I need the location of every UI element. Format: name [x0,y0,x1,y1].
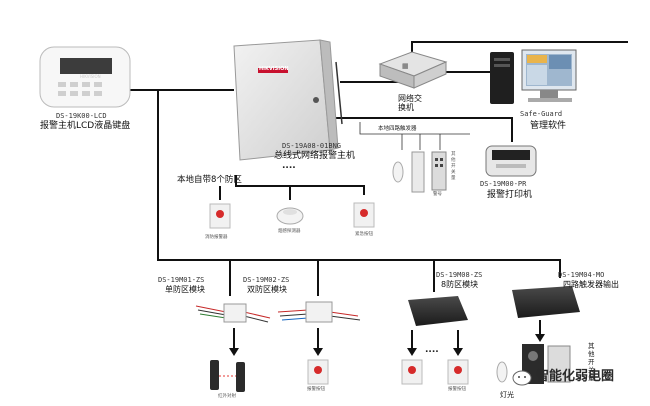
host-to-printer-line [330,117,513,142]
network-line-top [411,41,628,52]
module-1-name: 单防区模块 [165,285,205,294]
bottom-ellipsis: .... [425,345,439,355]
module-2-name: 双防区模块 [247,285,287,294]
keyboard-brand: HIKVISION [80,74,101,79]
local-detector-1: 消防报警器 [205,235,228,240]
printer-name: 报警打印机 [487,190,533,200]
antenna-icon [335,61,343,125]
local-zones-label: 本地自带8个防区 [177,175,242,185]
svg-text:▦: ▦ [402,62,409,70]
watermark-icon [512,370,532,386]
lcd-keyboard [39,46,131,108]
main-bus-left [157,89,561,278]
management-pc [490,49,577,104]
alarm-host [233,39,343,161]
trigger-lines [359,122,470,150]
software-model: Safe-Guard [520,110,563,118]
bottom-button-1-label: 报警按钮 [307,387,325,392]
local-detectors [209,202,375,229]
module-2-model: DS-19M02-ZS [243,276,290,284]
local-zones-line [235,175,365,195]
siren-label: 警号 [433,192,442,197]
host-name: 总线式网络报警主机 [274,151,356,161]
module-3-model: DS-19M08-ZS [436,271,483,279]
infrared-label: 红外对射 [218,394,236,399]
module-4-model: DS-19M04-MO [558,271,605,279]
light-label: 灯光 [500,391,514,399]
other-switch-label: 其他开关量 [588,342,595,382]
alarm-printer [485,145,537,177]
network-switch: ▦ [378,51,448,89]
host-brand-bar [258,68,288,73]
local-trigger-devices [392,151,447,193]
host-brand: HIKVISION [259,66,289,72]
keyboard-name: 报警主机LCD液晶键盘 [40,121,131,131]
software-name: 管理软件 [530,121,567,131]
bottom-button-3-label: 报警按钮 [448,387,466,392]
local-detector-3: 紧急按钮 [355,232,373,237]
module-1-model: DS-19M01-ZS [158,276,205,284]
keyboard-model: DS-19K00-LCD [56,112,107,120]
bus-lines [130,41,628,296]
bottom-devices [210,344,571,392]
printer-model: DS-19M00-PR [480,180,527,188]
watermark-text: 智能化弱电圈 [536,369,615,384]
host-model: DS-19A08-01BNG [282,142,342,150]
switch-name: 网络交换机 [398,94,422,112]
module-4-name: 四路触发器输出 [563,280,619,289]
host-ellipsis: .... [282,161,296,171]
zone-modules-dark [408,286,580,326]
local-detector-2: 烟感探测器 [278,229,301,234]
arrows [229,320,545,356]
local-trigger-note: 其他开关量 [451,152,456,181]
zone-modules-small [195,301,361,323]
module-3-name: 8防区模块 [441,280,479,289]
local-trigger-label: 本地四路触发器 [378,126,417,132]
